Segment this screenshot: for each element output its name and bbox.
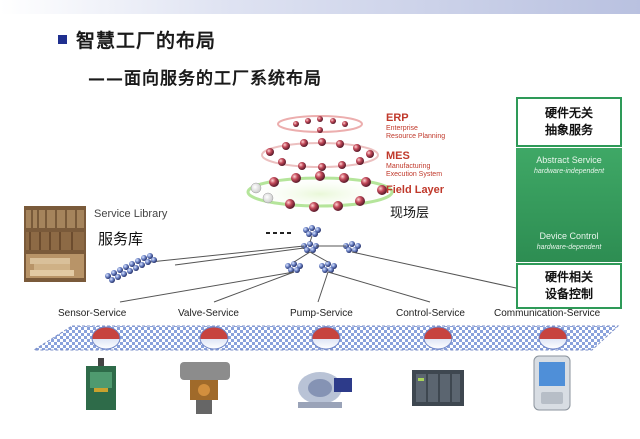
service-library-label: Service Library <box>94 208 168 220</box>
mes-description-line2: Execution System <box>386 171 443 178</box>
hardware-independent-label: hardware-independent <box>533 168 605 175</box>
device-control-label: Device Control <box>539 231 599 241</box>
erp-label: ERP <box>386 112 409 124</box>
erp-description-line1: Enterprise <box>386 125 418 132</box>
hardware-dependent-label: hardware-dependent <box>536 244 602 251</box>
title-bullet <box>58 35 67 44</box>
page-title: 智慧工厂的布局 <box>76 30 217 52</box>
valve-service-label: Valve-Service <box>178 308 239 319</box>
pump-device-image <box>298 372 352 408</box>
hw-independent-line1: 硬件无关 <box>544 106 593 120</box>
service-library-balls <box>105 253 157 283</box>
erp-description-line2: Resource Planning <box>386 133 446 140</box>
library-image <box>24 206 86 282</box>
plc-controller-image <box>412 370 464 406</box>
field-layer-cn-label: 现场层 <box>390 206 430 221</box>
service-hubs <box>91 326 568 350</box>
hardware-independent-box: 硬件无关 抽象服务 <box>516 97 622 147</box>
valve-device-image <box>180 362 230 414</box>
pyramid-field-ring <box>244 171 396 212</box>
hw-dependent-line2: 设备控制 <box>544 287 593 301</box>
field-layer-label: Field Layer <box>386 184 445 196</box>
control-service-label: Control-Service <box>396 308 465 319</box>
abstract-service-panel <box>516 148 622 262</box>
pda-device-image <box>533 355 571 411</box>
top-gradient-bar <box>0 0 640 14</box>
pyramid-erp-ring <box>277 115 363 133</box>
communication-service-label: Communication-Service <box>494 308 601 319</box>
hw-independent-line2: 抽象服务 <box>544 123 593 137</box>
pump-service-label: Pump-Service <box>290 308 353 319</box>
pyramid-mes-ring <box>261 138 379 171</box>
network-hubs <box>285 225 361 273</box>
page-subtitle: ——面向服务的工厂系统布局 <box>88 69 322 89</box>
mes-label: MES <box>386 150 410 162</box>
mes-description: Manufacturing Execution System <box>386 163 442 179</box>
hardware-dependent-box: 硬件相关 设备控制 <box>516 263 622 309</box>
sensor-device-image <box>86 358 116 410</box>
sensor-service-label: Sensor-Service <box>58 308 127 319</box>
hw-dependent-line1: 硬件相关 <box>544 270 593 284</box>
erp-description: Enterprise Resource Planning <box>386 125 445 141</box>
abstract-service-label: Abstract Service <box>536 155 602 165</box>
service-library-cn-label: 服务库 <box>98 230 144 248</box>
mes-description-line1: Manufacturing <box>386 163 431 170</box>
